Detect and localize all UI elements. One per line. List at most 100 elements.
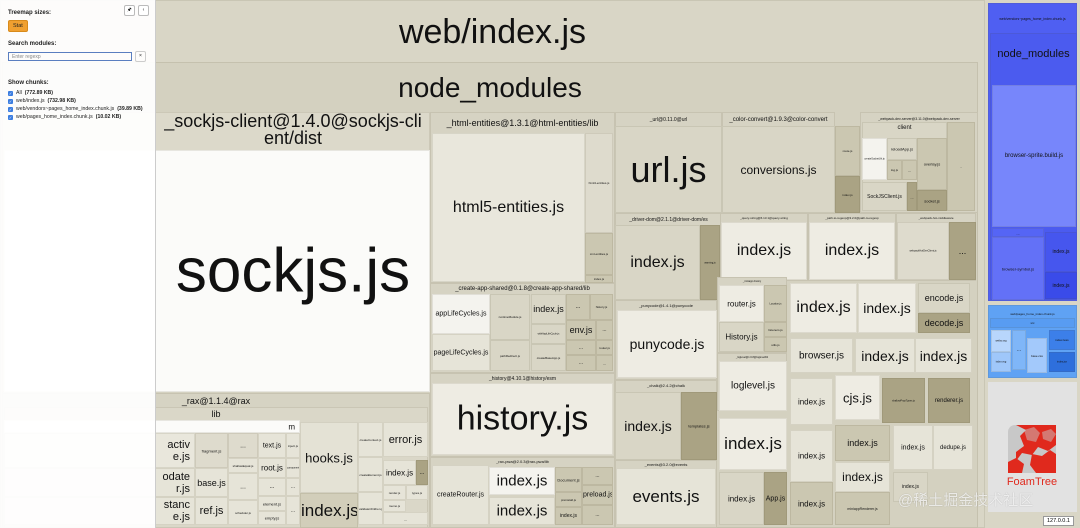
treemap-module[interactable]: index.js bbox=[790, 482, 833, 525]
chunk-checkbox-row[interactable]: ✓All(772.89 KB) bbox=[8, 90, 147, 96]
treemap-module[interactable]: ... bbox=[228, 433, 258, 458]
treemap-module[interactable]: index.js bbox=[1045, 232, 1077, 272]
treemap-module[interactable]: empty.js bbox=[258, 511, 286, 525]
treemap-module[interactable]: createSocketUrl.js bbox=[862, 138, 887, 180]
treemap-module[interactable]: browser-sprite.build.js bbox=[992, 85, 1076, 227]
treemap-module[interactable]: ... bbox=[596, 355, 613, 371]
treemap-module[interactable]: templates.js bbox=[681, 392, 717, 460]
treemap-module[interactable]: createBaseApp.js bbox=[531, 344, 566, 371]
treemap-module[interactable]: pathRedirect.js bbox=[490, 340, 530, 371]
chunk-checkbox-row[interactable]: ✓web/index.js(732.98 KB) bbox=[8, 98, 147, 104]
treemap-module[interactable]: base.css bbox=[1027, 338, 1047, 373]
treemap-module[interactable]: ... bbox=[228, 473, 258, 500]
treemap-module[interactable]: memo.js bbox=[383, 500, 406, 512]
treemap-module[interactable]: index.js bbox=[858, 283, 916, 333]
treemap-module[interactable]: History.js bbox=[719, 322, 764, 352]
treemap-module[interactable]: index.js bbox=[300, 493, 358, 528]
treemap-module[interactable]: appLifeCycles.js bbox=[432, 294, 490, 334]
treemap-module[interactable]: ... bbox=[566, 294, 590, 320]
treemap-module[interactable]: router.js bbox=[596, 340, 613, 355]
treemap-module[interactable]: html5-entities.js bbox=[432, 133, 585, 282]
treemap-module[interactable]: index.js bbox=[585, 275, 613, 283]
treemap-module[interactable]: base.js bbox=[195, 468, 228, 497]
treemap-module[interactable]: Location.js bbox=[764, 285, 787, 322]
treemap-module[interactable]: ... bbox=[907, 182, 917, 211]
treemap-module[interactable]: index.js bbox=[615, 392, 681, 460]
treemap-module[interactable]: index.jsx bbox=[1049, 352, 1075, 372]
checkbox[interactable]: ✓ bbox=[8, 98, 13, 104]
treemap-module[interactable]: url.js bbox=[615, 126, 722, 213]
treemap-module[interactable]: ... bbox=[416, 460, 428, 485]
checkbox[interactable]: ✓ bbox=[8, 106, 13, 112]
treemap-module[interactable]: createContext.js bbox=[358, 422, 383, 457]
treemap-module[interactable]: index.js bbox=[790, 283, 857, 333]
treemap-module[interactable]: ... bbox=[947, 122, 975, 211]
treemap-module[interactable]: index.js bbox=[531, 294, 566, 324]
treemap-module[interactable]: history.js bbox=[590, 294, 613, 320]
treemap-module[interactable]: ... bbox=[1012, 330, 1026, 370]
treemap-module[interactable]: utils.js bbox=[764, 337, 787, 352]
treemap-module[interactable]: events.js bbox=[616, 468, 716, 525]
treemap-module[interactable]: error.js bbox=[383, 422, 428, 457]
treemap-module[interactable]: scheduler.js bbox=[228, 500, 258, 525]
treemap-module[interactable]: ... bbox=[596, 320, 613, 340]
treemap-module[interactable]: preload.js bbox=[582, 485, 613, 505]
treemap-module[interactable]: loglevel.js bbox=[719, 361, 787, 411]
treemap-module[interactable]: index.js bbox=[555, 507, 582, 525]
treemap-module[interactable]: index.js bbox=[1045, 272, 1077, 299]
treemap-module[interactable]: validateChildren.js bbox=[358, 492, 383, 525]
treemap-module[interactable]: browser-symbol.js bbox=[992, 237, 1044, 300]
chunk-checkbox-row[interactable]: ✓web/pages_home_index.chunk.js(10.02 KB) bbox=[8, 114, 147, 120]
treemap-module[interactable]: Document.js bbox=[555, 467, 582, 492]
treemap-module[interactable]: index.js bbox=[855, 338, 915, 373]
treemap-module[interactable]: ... bbox=[286, 496, 300, 525]
treemap-module[interactable]: text.js bbox=[258, 433, 286, 458]
treemap-module[interactable]: punycode.js bbox=[617, 310, 717, 378]
treemap-module[interactable]: index.js bbox=[835, 425, 890, 461]
treemap-module[interactable]: preinstall.js bbox=[555, 492, 582, 507]
treemap-module[interactable]: html4-entities.js bbox=[585, 133, 613, 233]
treemap-module[interactable]: ref.js bbox=[195, 497, 228, 525]
treemap-module[interactable]: hooks.js bbox=[300, 422, 358, 493]
treemap-module[interactable]: index.js bbox=[489, 467, 555, 495]
treemap-module[interactable]: browser.js bbox=[790, 338, 853, 373]
treemap-module[interactable]: webpackHotDevClient.js bbox=[897, 222, 949, 280]
treemap-module[interactable]: weibo.svg bbox=[991, 330, 1011, 352]
treemap-module[interactable]: pageLifeCycles.js bbox=[432, 334, 490, 371]
treemap-module[interactable]: miniappRenderer.js bbox=[835, 492, 890, 525]
treemap-module[interactable]: socket.js bbox=[917, 190, 947, 211]
treemap-module[interactable]: SockJSClient.js bbox=[862, 182, 907, 211]
treemap-module[interactable]: ... bbox=[286, 478, 300, 496]
treemap-module[interactable]: index.js bbox=[721, 222, 807, 280]
treemap-module[interactable]: history.js bbox=[432, 383, 613, 455]
treemap-module[interactable]: runtimeModule.js bbox=[490, 294, 530, 340]
treemap-module[interactable]: index.svg bbox=[991, 352, 1011, 372]
treemap-module[interactable]: renderer.js bbox=[928, 378, 970, 423]
treemap-module[interactable]: App.js bbox=[764, 472, 787, 525]
treemap-module[interactable]: index.js bbox=[615, 225, 700, 300]
treemap-module[interactable]: overlay.js bbox=[917, 138, 947, 190]
treemap-module[interactable]: index.js bbox=[790, 378, 833, 425]
treemap-module[interactable]: component.js bbox=[286, 458, 300, 478]
search-input[interactable]: Enter regexp bbox=[8, 52, 132, 61]
treemap-module[interactable]: ... bbox=[992, 228, 1044, 237]
treemap-module[interactable]: shallowPropTypes.js bbox=[882, 378, 925, 423]
treemap-module[interactable]: withAppLifeCycle.js bbox=[531, 324, 566, 344]
treemap-module[interactable]: decode.js bbox=[918, 313, 970, 333]
treemap-module[interactable]: fragment.js bbox=[195, 433, 228, 468]
treemap-module[interactable]: element.js bbox=[258, 496, 286, 511]
treemap-module[interactable]: ... bbox=[258, 478, 286, 496]
treemap-module[interactable]: index.js bbox=[893, 425, 933, 470]
pin-button[interactable]: 🖈 bbox=[124, 5, 135, 16]
treemap-module[interactable]: index.js bbox=[835, 176, 860, 213]
treemap-module[interactable]: index.js bbox=[915, 338, 972, 373]
treemap-module[interactable]: ... bbox=[582, 467, 613, 485]
treemap-module[interactable]: index.js bbox=[383, 460, 416, 485]
treemap-module[interactable]: ... bbox=[383, 512, 428, 525]
treemap-module[interactable]: listeners.js bbox=[764, 322, 787, 337]
treemap-module[interactable]: index.js bbox=[719, 418, 787, 470]
treemap-module[interactable]: index.js bbox=[809, 222, 895, 280]
stat-size-button[interactable]: Stat bbox=[8, 20, 28, 32]
treemap-module[interactable]: ... bbox=[566, 355, 596, 371]
treemap-module[interactable]: index.js bbox=[489, 497, 555, 525]
